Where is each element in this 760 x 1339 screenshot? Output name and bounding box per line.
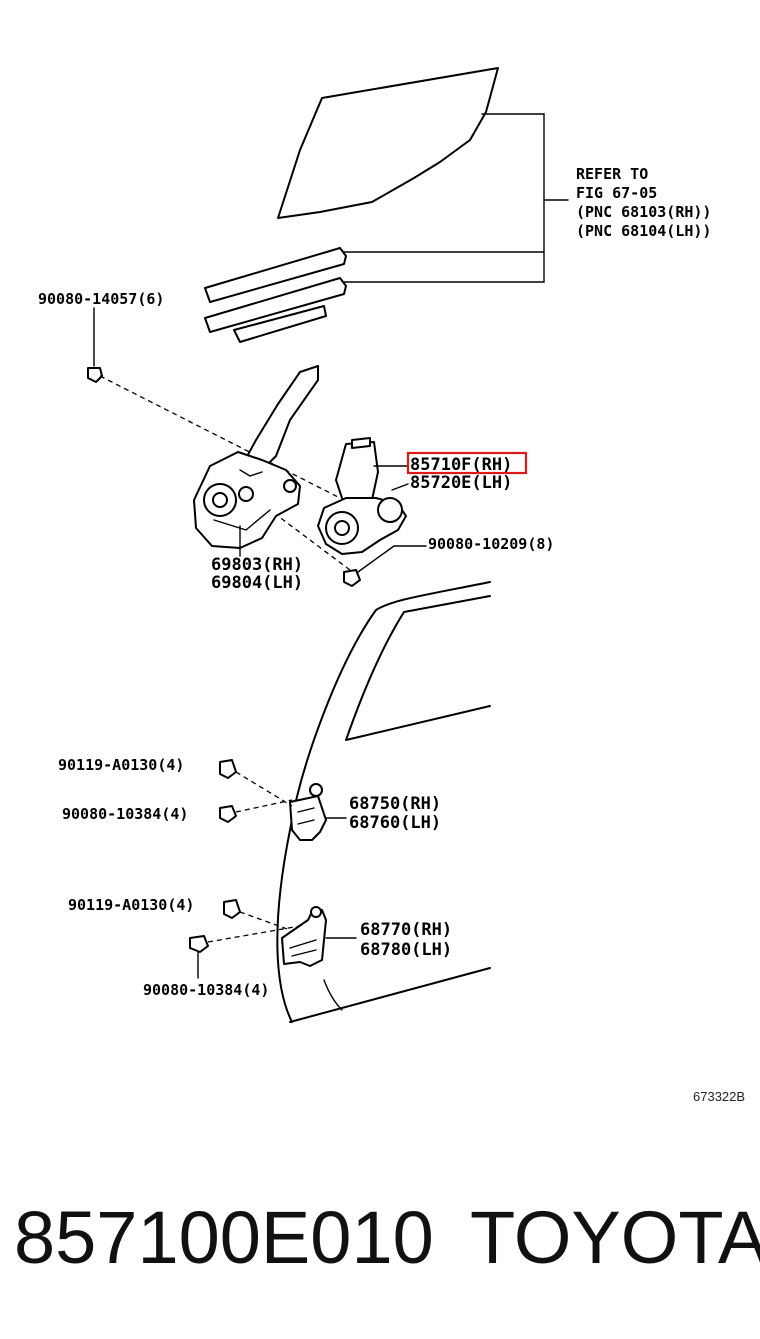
motor-lh-label: 85720E(LH) — [410, 473, 512, 493]
bolt-top-icon — [87, 367, 103, 383]
lower-hinge-lh-label: 68780(LH) — [360, 940, 452, 960]
motor-rh-label: 85710F(RH) — [410, 455, 512, 475]
regulator-motor — [317, 437, 407, 555]
figure-code: 673322B — [693, 1089, 746, 1104]
part-number: 857100E010 — [14, 1196, 434, 1279]
bolt-upper-hinge-a-icon — [219, 759, 237, 779]
regulator-rh-label: 69803(RH) — [211, 555, 303, 575]
bolt-lower-hinge-a-label: 90119-A0130(4) — [68, 896, 194, 914]
bolt-motor-icon — [343, 569, 361, 587]
upper-hinge-lh-label: 68760(LH) — [349, 813, 441, 833]
upper-hinge — [289, 783, 327, 841]
bolt-motor-label: 90080-10209(8) — [428, 535, 554, 553]
lower-hinge-rh-label: 68770(RH) — [360, 920, 452, 940]
refer-line-2: FIG 67-05 — [576, 184, 657, 202]
door-shell — [276, 581, 491, 1023]
refer-bracket — [343, 113, 569, 283]
bolt-lower-hinge-b-icon — [189, 935, 209, 953]
refer-line-3: (PNC 68103(RH)) — [576, 203, 711, 221]
bolt-lower-hinge-a-icon — [223, 899, 241, 919]
bolt-upper-hinge-a-label: 90119-A0130(4) — [58, 756, 184, 774]
glass-channels — [204, 247, 347, 343]
bolt-upper-hinge-b-icon — [219, 805, 237, 823]
bolt-top-label: 90080-14057(6) — [38, 290, 164, 308]
refer-line-1: REFER TO — [576, 165, 648, 183]
window-regulator — [193, 365, 319, 549]
regulator-lh-label: 69804(LH) — [211, 573, 303, 593]
motor-rh-highlight — [406, 451, 528, 475]
lower-hinge — [281, 906, 327, 967]
upper-hinge-rh-label: 68750(RH) — [349, 794, 441, 814]
brand-name: TOYOTA — [470, 1196, 760, 1279]
refer-line-4: (PNC 68104(LH)) — [576, 222, 711, 240]
bolt-lower-hinge-b-label: 90080-10384(4) — [143, 981, 269, 999]
bolt-upper-hinge-b-label: 90080-10384(4) — [62, 805, 188, 823]
door-glass — [277, 67, 499, 219]
